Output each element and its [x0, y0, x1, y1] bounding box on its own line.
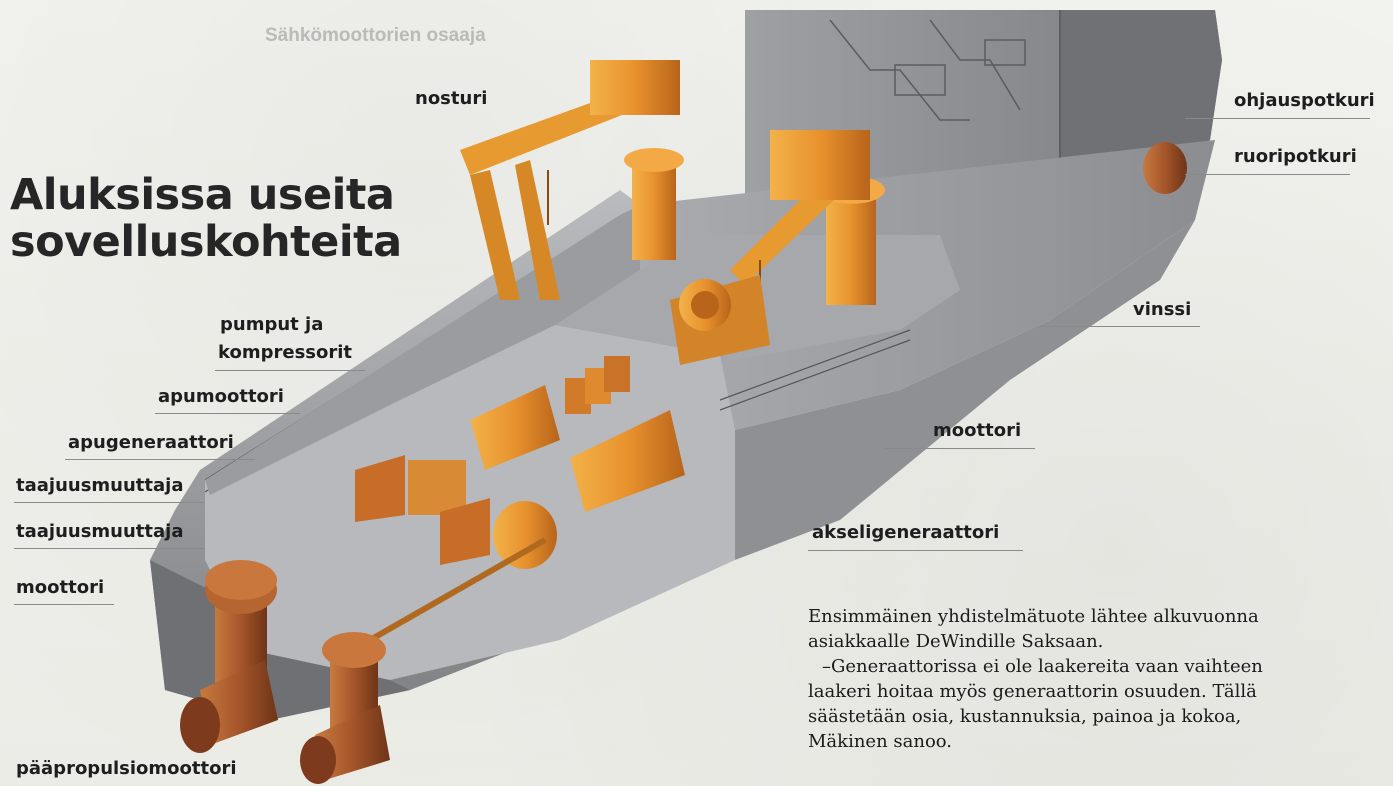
machinery: [355, 356, 685, 643]
ghost-heading: Sähkömoottorien osaaja: [265, 25, 486, 46]
infographic-title: Aluksissa useita sovelluskohteita: [10, 172, 402, 266]
label-crane: nosturi: [415, 88, 488, 109]
leader-line-winch: [1040, 326, 1200, 327]
leader-line-shaft-generator: [808, 550, 1023, 551]
leader-line-motor-right: [885, 448, 1035, 449]
label-motor-left: moottori: [16, 577, 105, 598]
article-line-4: laakeri hoitaa myös generaattorin osuude…: [808, 681, 1257, 702]
leader-line-rudder-thruster: [1185, 174, 1350, 175]
title-line-1: Aluksissa useita: [10, 170, 395, 220]
article-body: Ensimmäinen yhdistelmätuote lähtee alkuv…: [808, 604, 1393, 754]
leader-line-frequency-converter-1: [14, 502, 204, 503]
article-line-5: säästetään osia, kustannuksia, painoa ja…: [808, 706, 1242, 727]
leader-line-frequency-converter-2: [14, 548, 204, 549]
winch: [670, 275, 770, 365]
article-line-3: –Generaattorissa ei ole laakereita vaan …: [822, 656, 1263, 677]
crane-aft: [460, 60, 684, 300]
label-winch: vinssi: [1133, 299, 1192, 320]
crane-forward: [730, 130, 885, 320]
leader-line-pumps: [215, 370, 365, 371]
label-frequency-converter-1: taajuusmuuttaja: [16, 475, 184, 496]
leader-line-auxiliary-engine: [155, 413, 300, 414]
hull: [150, 140, 1215, 720]
leader-line-motor-left: [14, 604, 114, 605]
main-propulsion-pods: [180, 560, 390, 784]
label-rudder-thruster: ruoripotkuri: [1234, 146, 1357, 167]
label-pumps-line-1: pumput ja: [220, 314, 324, 335]
article-line-1: Ensimmäinen yhdistelmätuote lähtee alkuv…: [808, 606, 1259, 627]
label-bow-thruster: ohjauspotkuri: [1234, 90, 1375, 111]
title-line-2: sovelluskohteita: [10, 217, 402, 267]
label-shaft-generator: akseligeneraattori: [812, 522, 1000, 543]
label-main-propulsion-motor: pääpropulsiomoottori: [16, 758, 237, 779]
rudder-thruster: [1143, 142, 1187, 194]
label-auxiliary-engine: apumoottori: [158, 386, 284, 407]
leader-line-auxiliary-generator: [65, 459, 255, 460]
article-line-6: Mäkinen sanoo.: [808, 731, 953, 752]
label-auxiliary-generator: apugeneraattori: [68, 432, 234, 453]
label-pumps-line-2: kompressorit: [218, 342, 353, 363]
leader-line-bow-thruster: [1185, 118, 1370, 119]
article-line-2: asiakkaalle DeWindille Saksaan.: [808, 631, 1104, 652]
label-motor-right: moottori: [933, 420, 1022, 441]
label-frequency-converter-2: taajuusmuuttaja: [16, 521, 184, 542]
